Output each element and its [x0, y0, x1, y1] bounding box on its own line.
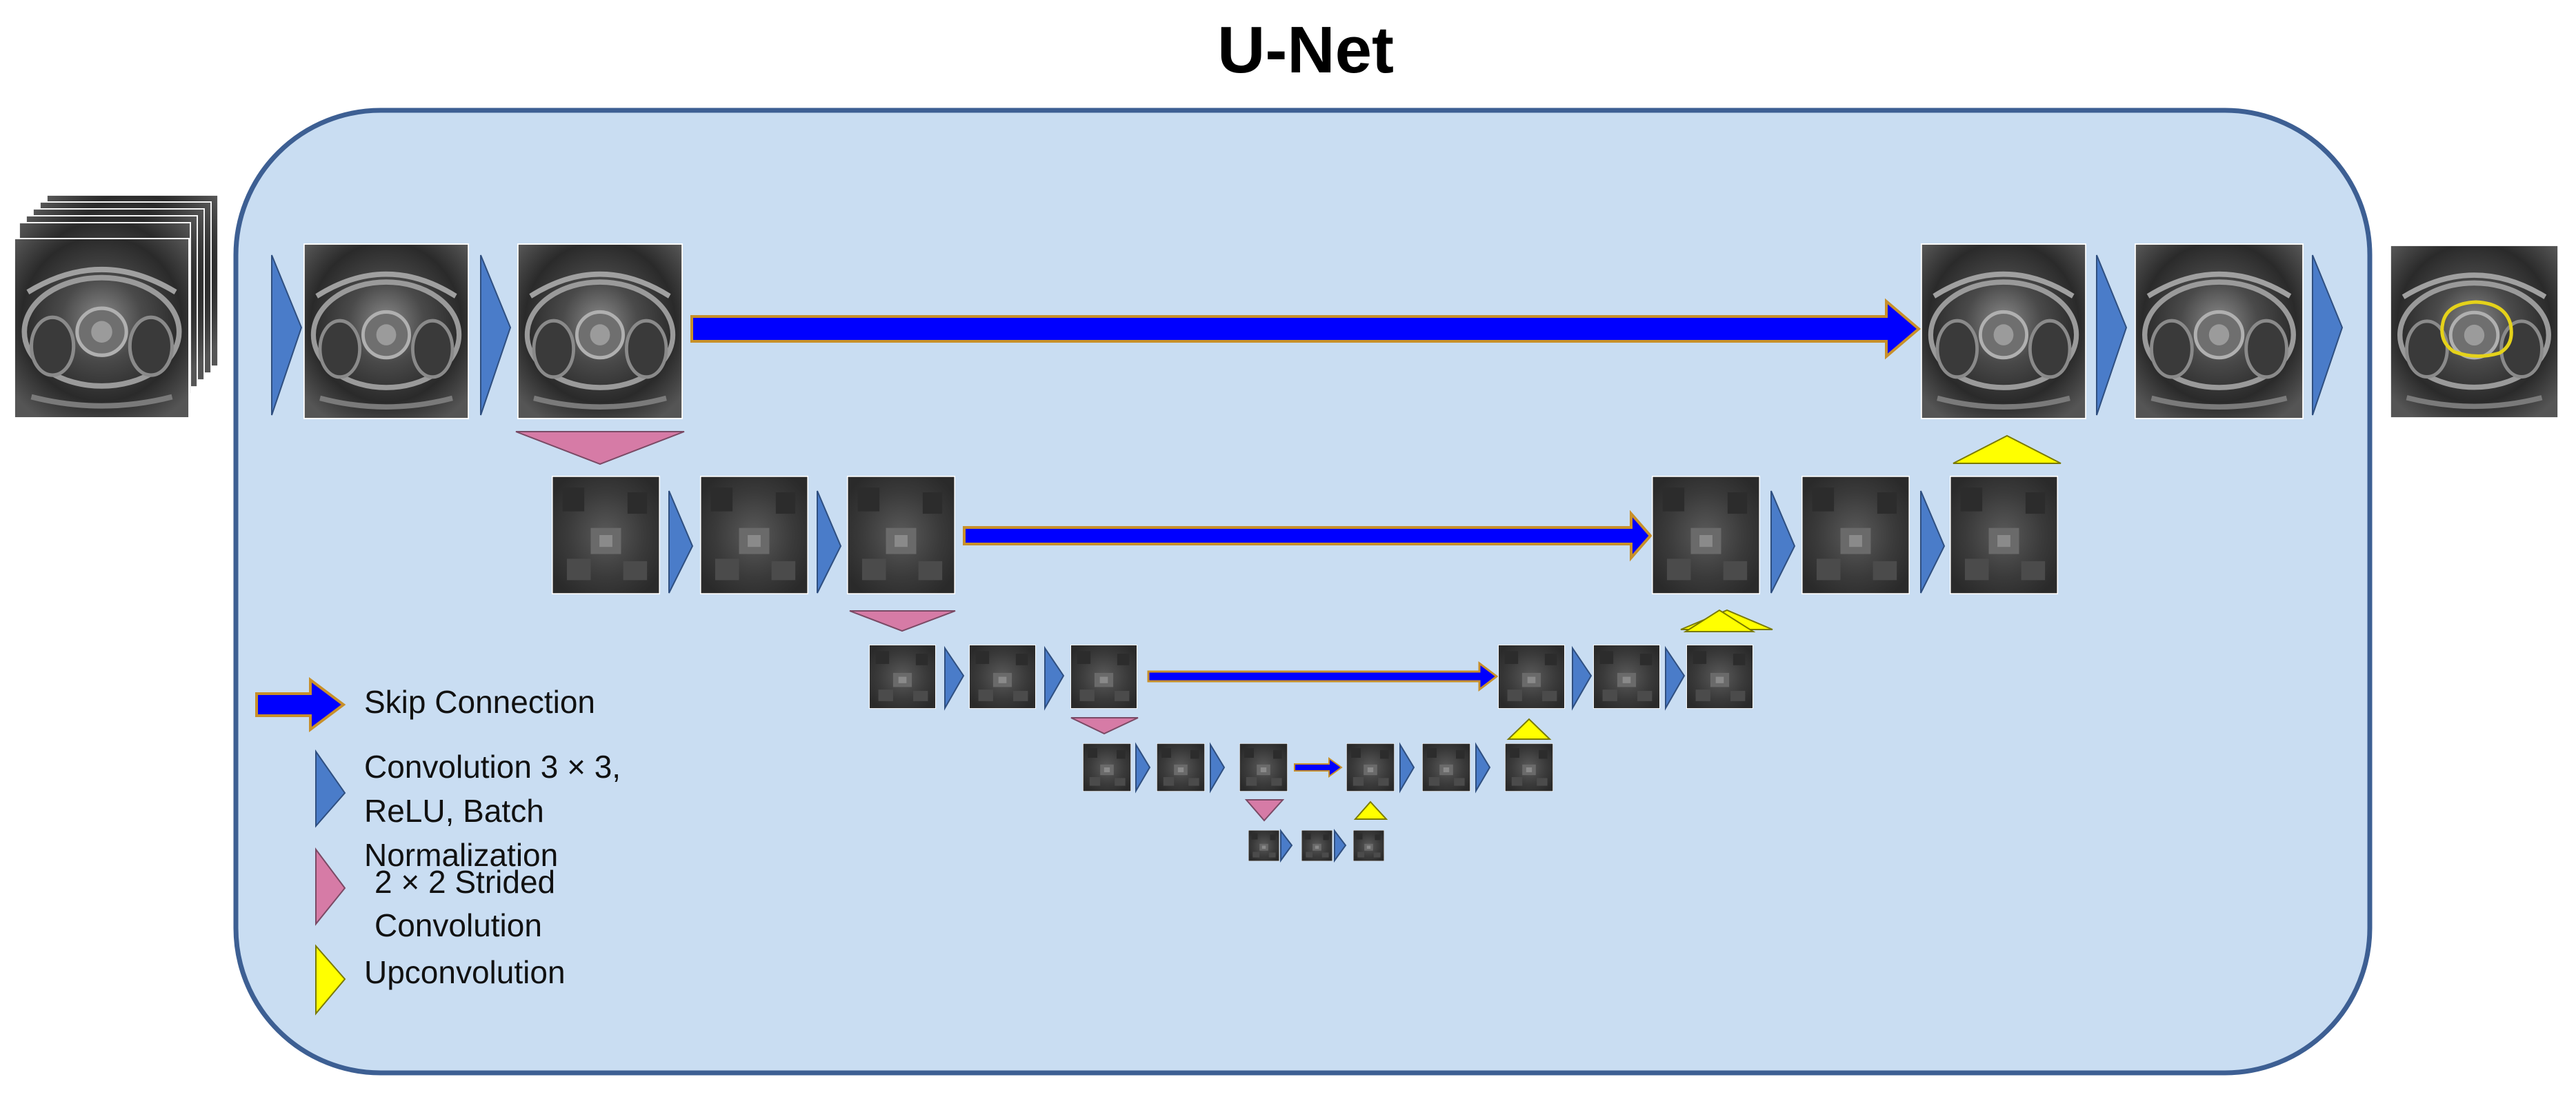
skip-connection-arrow-icon — [1147, 661, 1499, 692]
legend-convolution-label-line1: Convolution 3 × 3, — [364, 749, 621, 785]
feature-map — [1801, 476, 1910, 594]
feature-map — [1239, 743, 1288, 792]
segmentation-output-image — [2390, 245, 2559, 419]
conv-arrow-icon — [1135, 742, 1151, 794]
mri-feature-map — [303, 243, 469, 419]
feature-map — [1422, 743, 1470, 792]
legend-skip-connection-label: Skip Connection — [364, 684, 595, 720]
conv-arrow-icon — [817, 490, 842, 594]
conv-arrow-icon — [944, 645, 965, 711]
feature-map — [1070, 645, 1137, 709]
segmentation-contour-icon — [2440, 300, 2513, 359]
upconv-arrow-icon — [1506, 718, 1552, 740]
feature-map — [869, 645, 936, 709]
feature-map — [1652, 476, 1760, 594]
feature-map — [847, 476, 955, 594]
conv-arrow-icon — [2096, 254, 2128, 416]
feature-map — [1301, 830, 1332, 861]
feature-map — [1083, 743, 1131, 792]
conv-arrow-icon — [1280, 829, 1293, 863]
feature-map — [1505, 743, 1553, 792]
feature-map — [1353, 830, 1384, 861]
network-panel — [233, 108, 2373, 1076]
legend-convolution-icon — [315, 749, 346, 828]
conv-arrow-icon — [1044, 645, 1065, 711]
upconv-arrow-icon — [1353, 801, 1388, 820]
feature-map — [1686, 645, 1753, 709]
input-mri-stack — [14, 194, 219, 419]
strided-conv-arrow-icon — [515, 431, 685, 465]
legend-skip-connection-icon — [255, 677, 346, 732]
conv-arrow-icon — [1920, 490, 1946, 594]
page-title: U-Net — [1217, 13, 1394, 87]
mri-feature-map — [517, 243, 683, 419]
feature-map — [552, 476, 660, 594]
skip-connection-arrow-icon — [690, 298, 1921, 360]
legend-strided-convolution-label-line1: 2 × 2 Strided — [375, 864, 555, 900]
legend: Skip Connection Convolution 3 × 3, ReLU,… — [255, 677, 621, 1016]
upconv-arrow-icon — [1683, 609, 1756, 632]
feature-map — [1346, 743, 1395, 792]
mri-feature-map — [2135, 243, 2304, 419]
legend-upconvolution-icon — [315, 944, 346, 1016]
conv-arrow-icon — [1210, 742, 1226, 794]
feature-map — [1950, 476, 2058, 594]
skip-connection-arrow-icon — [1294, 757, 1343, 778]
mri-feature-map — [1921, 243, 2086, 419]
legend-convolution-label-line3: Normalization — [364, 837, 558, 873]
feature-map — [700, 476, 808, 594]
conv-arrow-icon — [1475, 742, 1491, 794]
conv-arrow-icon — [668, 490, 694, 594]
feature-map — [969, 645, 1036, 709]
upconv-arrow-icon — [1953, 434, 2061, 464]
conv-arrow-icon — [271, 254, 303, 416]
conv-arrow-icon — [480, 254, 512, 416]
feature-map — [1498, 645, 1565, 709]
strided-conv-arrow-icon — [1070, 717, 1139, 735]
skip-connection-arrow-icon — [963, 510, 1653, 562]
legend-strided-convolution-icon — [315, 847, 346, 926]
feature-map — [1593, 645, 1660, 709]
conv-arrow-icon — [1665, 645, 1686, 711]
conv-arrow-icon — [1334, 829, 1347, 863]
conv-arrow-icon — [2312, 254, 2344, 416]
legend-upconvolution-label: Upconvolution — [364, 954, 566, 990]
conv-arrow-icon — [1572, 645, 1592, 711]
legend-convolution-label-line2: ReLU, Batch — [364, 793, 544, 829]
conv-arrow-icon — [1399, 742, 1415, 794]
feature-map — [1248, 830, 1279, 861]
feature-map — [1157, 743, 1205, 792]
legend-strided-convolution-label-line2: Convolution — [375, 907, 542, 943]
strided-conv-arrow-icon — [1244, 799, 1285, 822]
strided-conv-arrow-icon — [849, 610, 956, 632]
conv-arrow-icon — [1770, 490, 1796, 594]
